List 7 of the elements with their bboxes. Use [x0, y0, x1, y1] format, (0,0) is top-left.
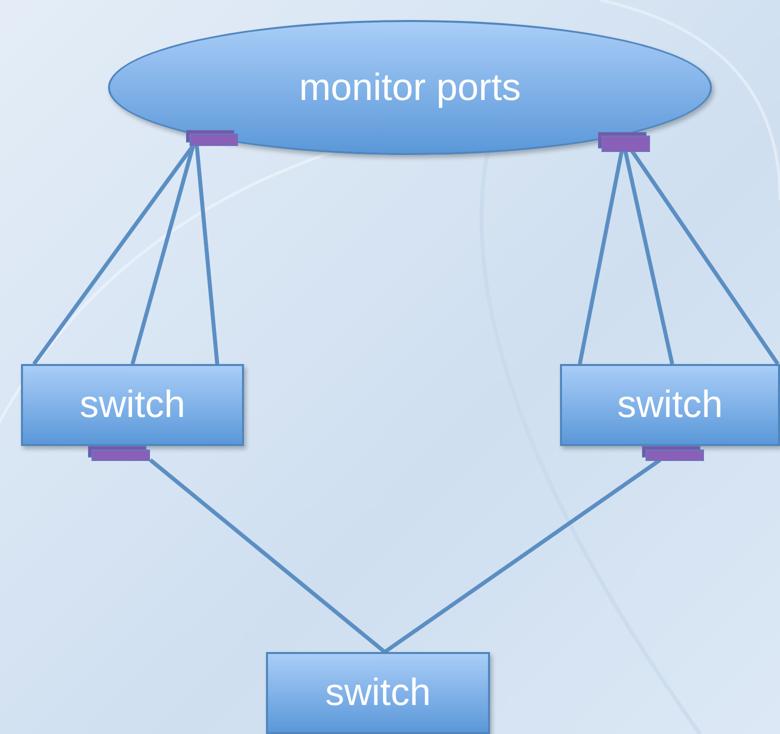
ellipse-node: monitor ports — [108, 20, 712, 155]
switch-box: switch — [560, 364, 780, 446]
link-line — [130, 145, 196, 365]
switch-box: switch — [21, 364, 244, 446]
link-line — [194, 145, 220, 364]
link-line — [149, 458, 386, 654]
switch-box: switch — [266, 652, 490, 734]
